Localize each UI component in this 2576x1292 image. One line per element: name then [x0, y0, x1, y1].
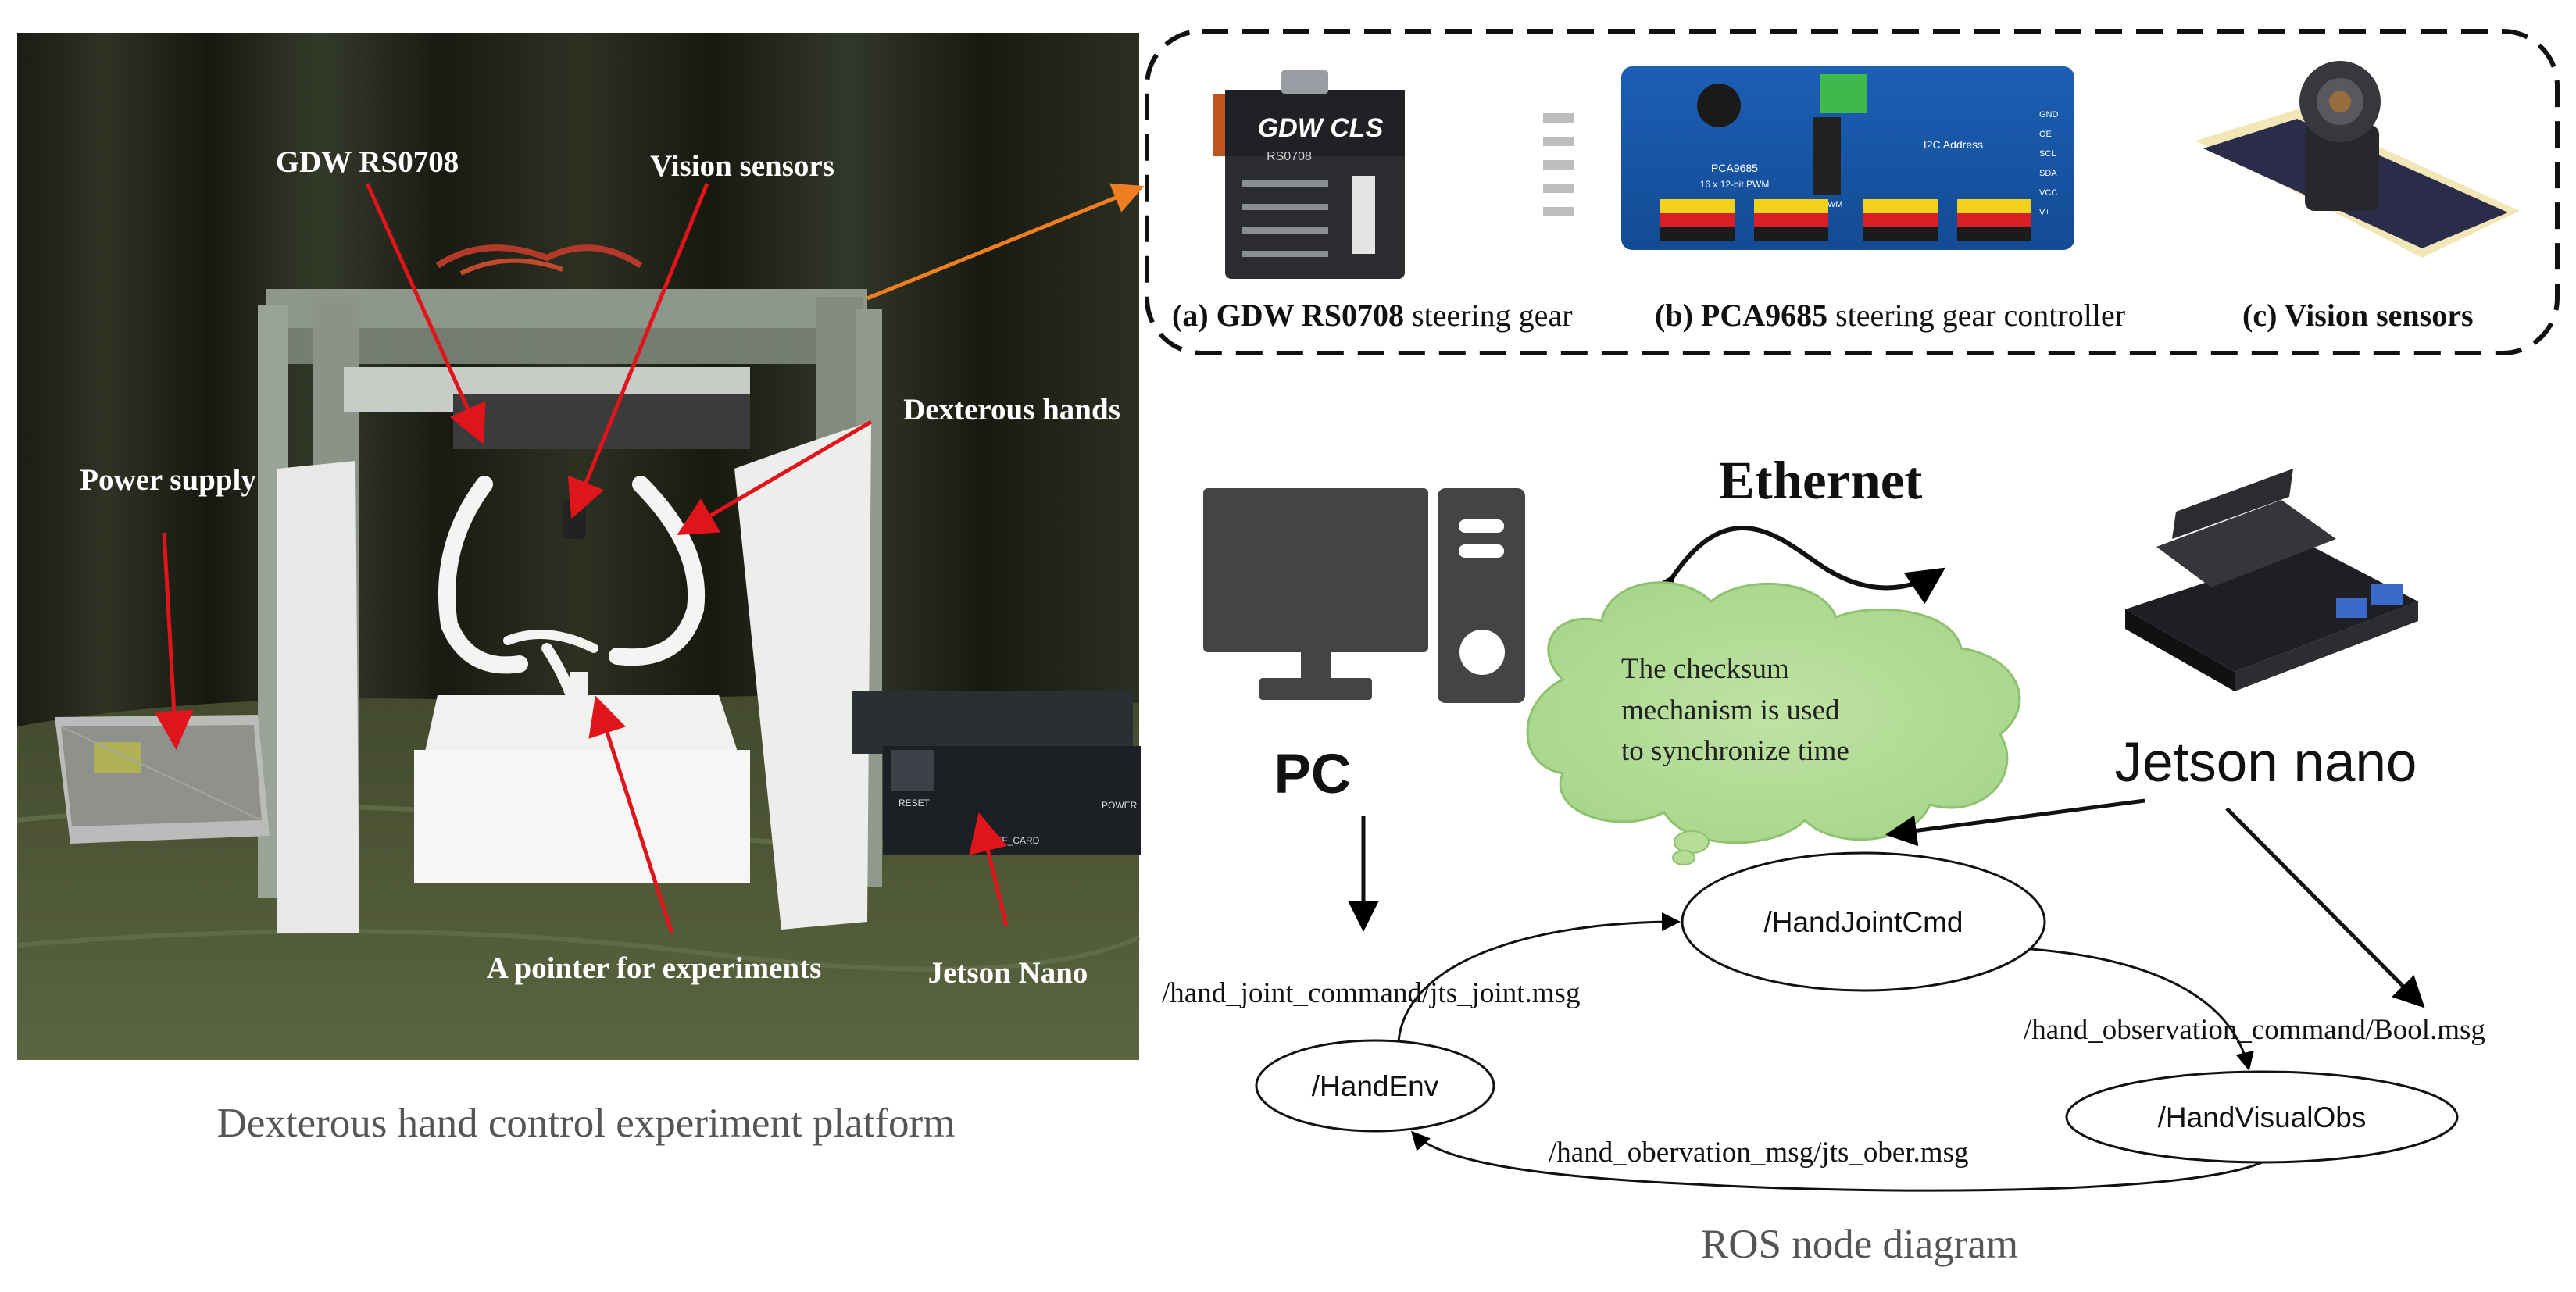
arrow-jetson-to-cmd — [1885, 798, 2145, 847]
reset-label: RESET — [899, 798, 931, 808]
node-handenv-label: /HandEnv — [1312, 1070, 1439, 1102]
callout-gdw: GDW RS0708 — [276, 145, 459, 179]
arrow-gdw — [365, 182, 486, 445]
pointer-base — [414, 750, 750, 883]
component-label-b: (b) PCA9685 steering gear controller — [1655, 298, 2125, 333]
ethernet-label: Ethernet — [1719, 451, 1923, 510]
caption-ros: ROS node diagram — [1701, 1222, 2018, 1267]
node-handenv — [1255, 1039, 1495, 1133]
component-label-a: (a) GDW RS0708 steering gear — [1172, 298, 1573, 333]
board-pin-gnd: GND — [2039, 110, 2059, 120]
caption-platform: Dexterous hand control experiment platfo… — [217, 1101, 956, 1146]
edge-joint-command — [1397, 912, 1681, 1042]
photo-callout-arrows — [154, 182, 1009, 934]
callout-pointer: A pointer for experiments — [487, 951, 822, 985]
node-handjointcmd — [1681, 851, 2046, 992]
component-label-c: (c) Vision sensors — [2242, 298, 2474, 333]
vision-sensor-camera — [563, 500, 586, 539]
node-handjointcmd-label: /HandJointCmd — [1763, 906, 1963, 938]
experiment-platform-photo: RESET TF_CARD POWER GDW RS0708 Vision se… — [16, 33, 1141, 1060]
board-pin-oe: OE — [2039, 130, 2052, 139]
edge-observation-msg — [1410, 1130, 2263, 1192]
callout-jetson: Jetson Nano — [928, 956, 1088, 990]
arrow-power — [154, 532, 194, 750]
arrow-jetson — [969, 812, 1009, 926]
jetson-nano-box: RESET TF_CARD POWER — [852, 691, 1141, 855]
arrow-pointer — [588, 695, 674, 934]
pc-monitor — [1203, 488, 1428, 652]
board-chip-label: PCA9685 — [1711, 162, 1758, 174]
pca9685-board-image: PCA9685 16 x 12-bit PWM I2C Address GND … — [1543, 66, 2074, 250]
topic-joint-command: /hand_joint_command/jts_joint.msg — [1162, 977, 1580, 1009]
callout-power: Power supply — [80, 463, 256, 497]
pc-label: PC — [1274, 744, 1352, 805]
ros-node-diagram: PC Ethernet Jetson nano The checksum mec… — [1162, 451, 2485, 1192]
board-i2c-label: I2C Address — [1924, 138, 1983, 151]
servo-model: RS0708 — [1267, 150, 1312, 163]
cloud-line-3: to synchronize time — [1621, 735, 1849, 767]
servo-image: GDW CLS RS0708 — [1213, 70, 1405, 279]
callout-vision: Vision sensors — [650, 149, 834, 183]
ethernet-arrow — [1638, 526, 1945, 616]
orange-connector-arrow — [866, 183, 1145, 301]
arrow-vision — [567, 183, 709, 519]
cloud-line-2: mechanism is used — [1621, 694, 1840, 726]
node-handvisualobs-label: /HandVisualObs — [2158, 1101, 2367, 1133]
components-panel: GDW CLS RS0708 PCA9685 16 x 12-bit PWM I… — [1145, 29, 2560, 355]
board-pin-scl: SCL — [2039, 149, 2056, 159]
tf-card-label: TF_CARD — [996, 835, 1040, 846]
board-pin-headers — [1660, 199, 2031, 241]
arrow-jetson-to-obs — [2225, 807, 2425, 1008]
topic-observation-command: /hand_observation_command/Bool.msg — [2024, 1014, 2485, 1046]
callout-dexterous: Dexterous hands — [903, 393, 1120, 427]
board-pwm-label: 16 x 12-bit PWM — [1700, 179, 1770, 190]
power-supply-unit — [55, 715, 270, 844]
board-pin-sda: SDA — [2039, 169, 2057, 178]
topic-observation-msg: /hand_obervation_msg/jts_ober.msg — [1549, 1137, 1968, 1169]
board-pin-vplus: V+ — [2039, 208, 2050, 217]
pc-icon — [1203, 488, 1525, 703]
jetson-label: Jetson nano — [2115, 732, 2417, 794]
arrow-dexterous — [677, 419, 873, 536]
board-pin-vcc: VCC — [2039, 188, 2057, 198]
checksum-cloud — [1526, 581, 2021, 865]
jetson-nano-image — [2125, 469, 2418, 691]
vision-sensor-image — [2195, 61, 2520, 258]
cloud-line-1: The checksum — [1621, 653, 1789, 685]
servo-brand: GDW CLS — [1258, 113, 1384, 143]
power-label: POWER — [1102, 800, 1138, 811]
edge-observation-command — [2031, 948, 2254, 1071]
